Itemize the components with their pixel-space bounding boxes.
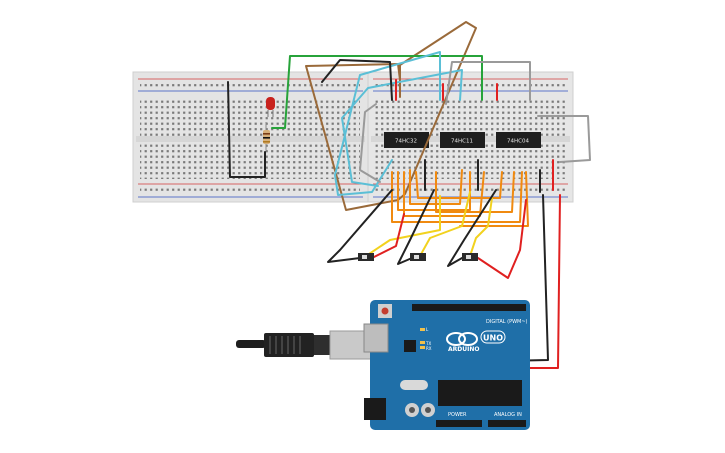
wire-black-sw2 [397,189,435,265]
wire-gray-3 [359,103,381,183]
analog-header-label: ANALOG IN [494,412,522,418]
resistor [263,122,270,150]
wire-yellow-3 [469,197,493,257]
wire-black-sw1 [327,189,393,263]
wire-gray-1 [445,61,531,105]
wire-red-sw3 [477,199,527,279]
led-tx-label: TX [425,341,431,346]
wire-cyan-1 [334,51,441,196]
switch-2[interactable] [410,253,426,261]
wire-cyan-2 [341,69,463,187]
led-rx-label: RX [426,346,432,351]
wire-yellow-2 [419,191,471,257]
arduino-uno: ARDUINO UNO DIGITAL (PWM~) POWER ANALOG … [363,300,530,430]
wire-green [271,55,483,129]
wire-orange-6 [415,171,503,199]
chip-74hc04: 74HC04 [496,132,541,148]
arduino-model-label: UNO [483,334,503,343]
wire-black-top [321,59,393,101]
wire-red-sw1 [371,213,405,259]
arduino-brand-label: ARDUINO [448,346,479,353]
switch-1[interactable] [358,253,374,261]
wire-black-left [227,81,266,178]
chip-label: 74HC32 [395,139,417,145]
wires-top [227,21,591,211]
chip-label: 74HC11 [451,139,473,145]
wire-orange-2 [403,171,485,217]
wire-orange-3 [391,171,523,223]
chip-74hc32: 74HC32 [384,132,429,148]
wire-gray-2 [537,115,591,163]
switch-3[interactable] [462,253,478,261]
power-header-label: POWER [448,412,467,418]
wire-orange-7 [459,171,529,227]
chip-label: 74HC04 [507,139,529,145]
led-red [266,97,275,117]
wire-black-sw3 [447,189,497,267]
led-l-label: L [426,327,429,332]
breadboard-left [132,71,369,203]
wire-yellow-1 [365,195,441,257]
usb-cable [236,330,373,360]
wire-brown [305,21,477,211]
chip-74hc11: 74HC11 [440,132,485,148]
digital-header-label: DIGITAL (PWM~) [486,319,528,325]
wire-orange-5 [435,171,515,213]
